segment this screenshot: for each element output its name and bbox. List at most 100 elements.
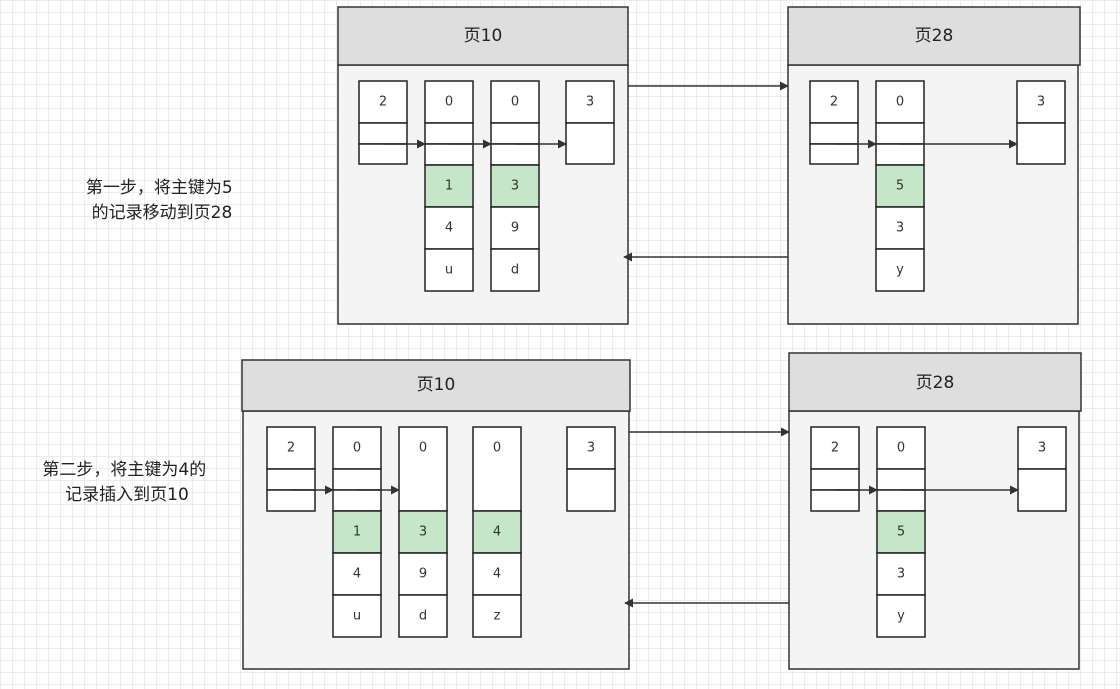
record-type-label: 2 bbox=[379, 95, 387, 110]
infimum-record: 2 bbox=[809, 80, 859, 165]
record-cell bbox=[809, 122, 859, 145]
record-type-label: 3 bbox=[1038, 441, 1046, 456]
step-1: 第一步，将主键为5 的记录移动到页28 页10 2 bbox=[86, 6, 1081, 325]
value-label: y bbox=[897, 609, 905, 624]
primary-key-cell bbox=[472, 510, 522, 554]
value-cell bbox=[875, 248, 925, 292]
record-cell bbox=[565, 122, 615, 165]
user-record: 0 1 4 u bbox=[332, 426, 382, 638]
page-title: 页10 bbox=[417, 375, 456, 395]
value-label: 3 bbox=[896, 221, 904, 236]
step-1-caption: 第一步，将主键为5 的记录移动到页28 bbox=[86, 178, 238, 223]
value-cell bbox=[490, 248, 540, 292]
value-label: 4 bbox=[493, 567, 501, 582]
record-type-label: 0 bbox=[493, 441, 501, 456]
page-title: 页28 bbox=[916, 373, 955, 393]
value-label: z bbox=[494, 609, 501, 624]
record-header-cell bbox=[472, 426, 522, 512]
page-28-step2: 页28 2 0 5 3 y 3 bbox=[788, 352, 1082, 670]
page-title: 页10 bbox=[464, 26, 503, 46]
record-header-cell bbox=[398, 426, 448, 512]
next-pointer-cell bbox=[875, 143, 925, 166]
value-label: u bbox=[353, 609, 361, 624]
record-type-label: 2 bbox=[830, 95, 838, 110]
value-label: y bbox=[896, 263, 904, 278]
record-cell bbox=[1016, 122, 1066, 165]
record-header-cell bbox=[875, 80, 925, 124]
next-pointer-cell bbox=[809, 143, 859, 165]
value-cell bbox=[398, 594, 448, 638]
record-cell bbox=[810, 468, 860, 491]
value-cell bbox=[875, 206, 925, 250]
record-header-cell bbox=[566, 426, 616, 470]
primary-key-cell bbox=[875, 164, 925, 208]
value-label: 9 bbox=[511, 221, 519, 236]
record-type-label: 0 bbox=[896, 95, 904, 110]
inserted-user-record: 0 4 4 z bbox=[472, 426, 522, 638]
value-cell bbox=[876, 594, 926, 638]
supremum-record: 3 bbox=[1017, 426, 1067, 512]
record-type-label: 0 bbox=[511, 95, 519, 110]
value-label: 9 bbox=[419, 567, 427, 582]
record-header-cell bbox=[424, 80, 474, 124]
page-header bbox=[788, 352, 1082, 412]
page-28-step1: 页28 2 0 5 3 y 3 bbox=[787, 6, 1081, 325]
step-2: 第二步，将主键为4的 记录插入到页10 页10 2 0 1 bbox=[42, 352, 1082, 670]
user-record: 0 3 9 d bbox=[490, 80, 540, 292]
page-title: 页28 bbox=[915, 26, 954, 46]
record-cell bbox=[566, 468, 616, 512]
record-cell bbox=[358, 122, 408, 145]
record-cell bbox=[266, 468, 316, 491]
value-cell bbox=[424, 248, 474, 292]
record-cell bbox=[875, 122, 925, 145]
value-cell bbox=[398, 552, 448, 596]
record-header-cell bbox=[565, 80, 615, 124]
value-label: 4 bbox=[353, 567, 361, 582]
record-header-cell bbox=[809, 80, 859, 124]
supremum-record: 3 bbox=[566, 426, 616, 512]
primary-key-label: 1 bbox=[445, 179, 453, 194]
primary-key-label: 4 bbox=[493, 525, 501, 540]
value-cell bbox=[424, 206, 474, 250]
record-header-cell bbox=[1016, 80, 1066, 124]
next-pointer-cell bbox=[490, 143, 540, 166]
primary-key-label: 5 bbox=[897, 525, 905, 540]
record-type-label: 2 bbox=[831, 441, 839, 456]
record-cell bbox=[1017, 468, 1067, 512]
primary-key-label: 1 bbox=[353, 525, 361, 540]
record-type-label: 0 bbox=[445, 95, 453, 110]
record-type-label: 0 bbox=[353, 441, 361, 456]
record-cell bbox=[490, 122, 540, 145]
value-label: u bbox=[445, 263, 453, 278]
record-header-cell bbox=[490, 80, 540, 124]
value-cell bbox=[332, 594, 382, 638]
value-label: 4 bbox=[445, 221, 453, 236]
value-cell bbox=[472, 594, 522, 638]
page-header bbox=[241, 359, 631, 412]
page-header bbox=[787, 6, 1081, 66]
user-record: 0 1 4 u bbox=[424, 80, 474, 292]
page-10-step2: 页10 2 0 1 4 u bbox=[241, 359, 631, 670]
user-record: 0 5 3 y bbox=[876, 426, 926, 638]
primary-key-label: 3 bbox=[511, 179, 519, 194]
next-pointer-cell bbox=[266, 489, 316, 512]
infimum-record: 2 bbox=[266, 426, 316, 512]
record-type-label: 3 bbox=[586, 95, 594, 110]
value-cell bbox=[490, 206, 540, 250]
page-10-step1: 页10 2 0 1 4 u bbox=[337, 6, 629, 325]
record-cell bbox=[332, 468, 382, 491]
value-label: d bbox=[511, 263, 519, 278]
next-pointer-cell bbox=[876, 489, 926, 512]
user-record: 0 5 3 y bbox=[875, 80, 925, 292]
infimum-record: 2 bbox=[358, 80, 408, 165]
primary-key-label: 3 bbox=[419, 525, 427, 540]
record-type-label: 3 bbox=[587, 441, 595, 456]
value-label: 3 bbox=[897, 567, 905, 582]
record-cell bbox=[876, 468, 926, 491]
next-pointer-cell bbox=[332, 489, 382, 512]
record-header-cell bbox=[266, 426, 316, 470]
record-type-label: 2 bbox=[287, 441, 295, 456]
record-type-label: 3 bbox=[1037, 95, 1045, 110]
supremum-record: 3 bbox=[565, 80, 615, 165]
